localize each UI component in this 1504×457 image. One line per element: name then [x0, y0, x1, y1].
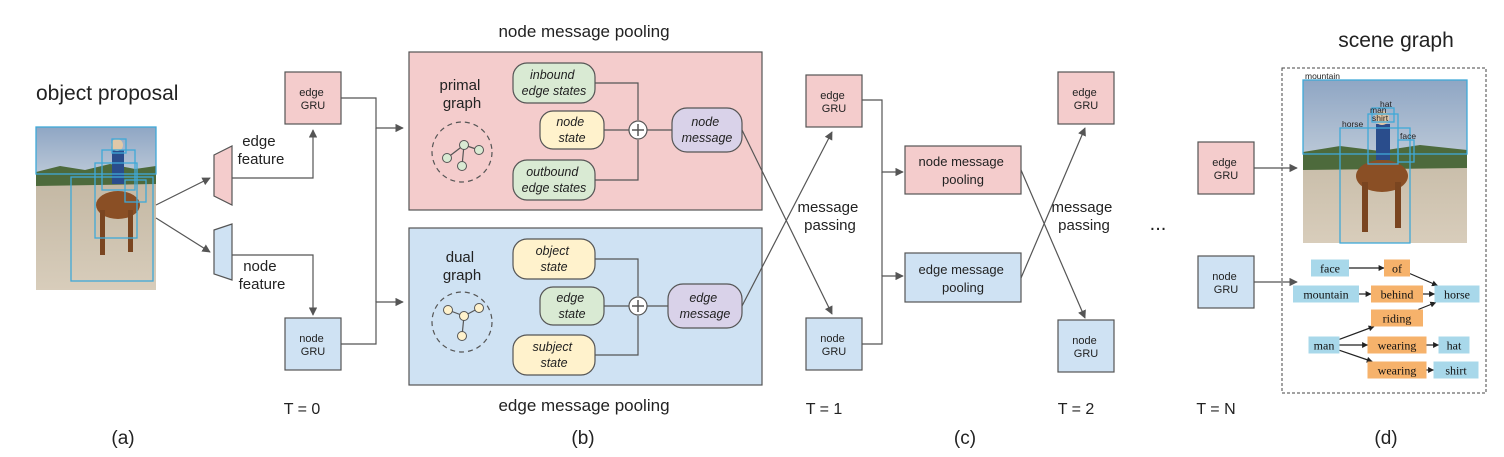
- gru-tn: edge GRU node GRU T = N: [1196, 141, 1298, 418]
- scene-graph-frame: [1281, 67, 1487, 394]
- object-proposal-title: object proposal: [36, 82, 178, 105]
- svg-text:node GRU: node GRU: [820, 333, 848, 358]
- caption-a: (a): [111, 428, 134, 449]
- primal-graph-label: primal graph: [439, 77, 484, 112]
- relation-edge: [1409, 273, 1438, 287]
- svg-text:node message pooling: node message pooling: [919, 154, 1008, 187]
- svg-text:edge message pooling: edge message pooling: [919, 262, 1008, 295]
- svg-text:edge GRU: edge GRU: [299, 87, 327, 112]
- edge-feature-label: edge feature: [238, 133, 285, 168]
- object-label-horse: horse: [1444, 288, 1470, 302]
- edge-gru-tn: [1197, 141, 1255, 195]
- box-label-shirt: shirt: [1372, 113, 1389, 123]
- timestep-t1: T = 1: [806, 401, 843, 418]
- box-label-mountain: mountain: [1305, 71, 1340, 81]
- svg-text:node GRU: node GRU: [1212, 271, 1240, 296]
- node-gru-t2: [1057, 319, 1115, 373]
- message-passing-label-1: message passing: [797, 199, 862, 234]
- dual-sum-icon: [628, 296, 648, 316]
- svg-text:edge state: edge state: [556, 291, 587, 321]
- dual-graph-icon: [431, 291, 493, 353]
- object-label-mountain: mountain: [1303, 288, 1348, 302]
- message-passing-label-2: message passing: [1051, 199, 1116, 234]
- object-node-hat: [1438, 336, 1470, 354]
- svg-text:object state: object state: [536, 244, 573, 274]
- node-feature-label: node feature: [239, 258, 286, 293]
- predicate-label-wearing2: wearing: [1378, 364, 1417, 378]
- edge-message-pooling-block: [904, 252, 1022, 303]
- predicate-node-behind: [1371, 285, 1423, 303]
- object-label-hat: hat: [1447, 339, 1462, 353]
- predicate-label-wearing1: wearing: [1378, 339, 1417, 353]
- node-message-pooling-title: node message pooling: [498, 22, 669, 41]
- svg-text:outbound edge states: outbound edge states: [522, 165, 587, 195]
- svg-text:node message: node message: [682, 115, 733, 145]
- box-label-horse: horse: [1342, 119, 1364, 129]
- predicate-node-riding: [1371, 309, 1423, 327]
- caption-b: (b): [571, 428, 594, 449]
- object-node-horse: [1434, 285, 1480, 303]
- object-node-face: [1311, 259, 1349, 277]
- edge-gru-t1: [805, 74, 863, 128]
- predicate-node-wearing2: [1367, 361, 1427, 379]
- box-label-hat: hat: [1380, 99, 1392, 109]
- scene-graph-photo: [1302, 79, 1468, 244]
- primal-sum-icon: [628, 120, 648, 140]
- predicate-label-riding: riding: [1383, 312, 1412, 326]
- predicate-label-of: of: [1392, 262, 1402, 276]
- svg-text:node state: node state: [556, 115, 587, 145]
- timestep-t2: T = 2: [1058, 401, 1095, 418]
- predicate-node-wearing1: [1367, 336, 1427, 354]
- object-label-man: man: [1314, 339, 1335, 353]
- edge-gru-t2: [1057, 71, 1115, 125]
- svg-text:inbound edge states: inbound edge states: [522, 68, 587, 98]
- node-message-pooling-block: [904, 145, 1022, 195]
- svg-text:edge GRU: edge GRU: [1212, 157, 1240, 182]
- gru-t0: edge GRU node GRU T = 0: [284, 71, 404, 418]
- primal-graph-icon: [431, 121, 493, 183]
- panel-c: node message pooling edge message poolin…: [904, 71, 1167, 449]
- svg-text:subject state: subject state: [532, 340, 575, 370]
- box-label-face: face: [1400, 131, 1416, 141]
- timestep-t0: T = 0: [284, 401, 321, 418]
- edge-feature-extractor: [213, 145, 233, 206]
- object-node-shirt: [1433, 361, 1479, 379]
- panel-d: scene graph mountainhorsemanhatshirtface…: [1281, 29, 1487, 449]
- object-proposal-photo: [35, 126, 157, 290]
- relation-edge: [1418, 301, 1437, 311]
- panel-b: node message pooling primal graph inboun…: [408, 22, 862, 449]
- node-feature-extractor: [213, 223, 233, 281]
- caption-d: (d): [1374, 428, 1397, 449]
- caption-c: (c): [954, 428, 976, 449]
- svg-text:edge GRU: edge GRU: [1072, 87, 1100, 112]
- object-label-face: face: [1320, 262, 1340, 276]
- scene-graph-title: scene graph: [1338, 29, 1454, 52]
- relation-edge: [1339, 325, 1375, 340]
- predicate-label-behind: behind: [1381, 288, 1414, 302]
- object-node-mountain: [1293, 285, 1359, 303]
- ellipsis: ...: [1150, 213, 1167, 235]
- relation-edge: [1339, 349, 1373, 363]
- timestep-tn: T = N: [1196, 401, 1235, 418]
- object-node-man: [1308, 336, 1340, 354]
- node-gru-t0: [284, 317, 342, 371]
- svg-text:node GRU: node GRU: [1072, 335, 1100, 360]
- svg-text:node GRU: node GRU: [299, 333, 327, 358]
- object-label-shirt: shirt: [1445, 364, 1467, 378]
- gru-t1: edge GRU node GRU T = 1: [805, 74, 904, 418]
- svg-text:edge GRU: edge GRU: [820, 90, 848, 115]
- dual-graph-label: dual graph: [443, 249, 481, 284]
- edge-message-pooling-title: edge message pooling: [498, 396, 669, 415]
- node-gru-t1: [805, 317, 863, 371]
- panel-a: object proposal edge feature node: [35, 82, 318, 449]
- edge-gru-t0: [284, 71, 342, 125]
- box-label-man: man: [1370, 105, 1387, 115]
- scene-graph-relations: face mountain horse man hat shirt of behind ridi…: [1293, 259, 1480, 379]
- svg-text:edge message: edge message: [680, 291, 731, 321]
- predicate-node-of: [1384, 259, 1410, 277]
